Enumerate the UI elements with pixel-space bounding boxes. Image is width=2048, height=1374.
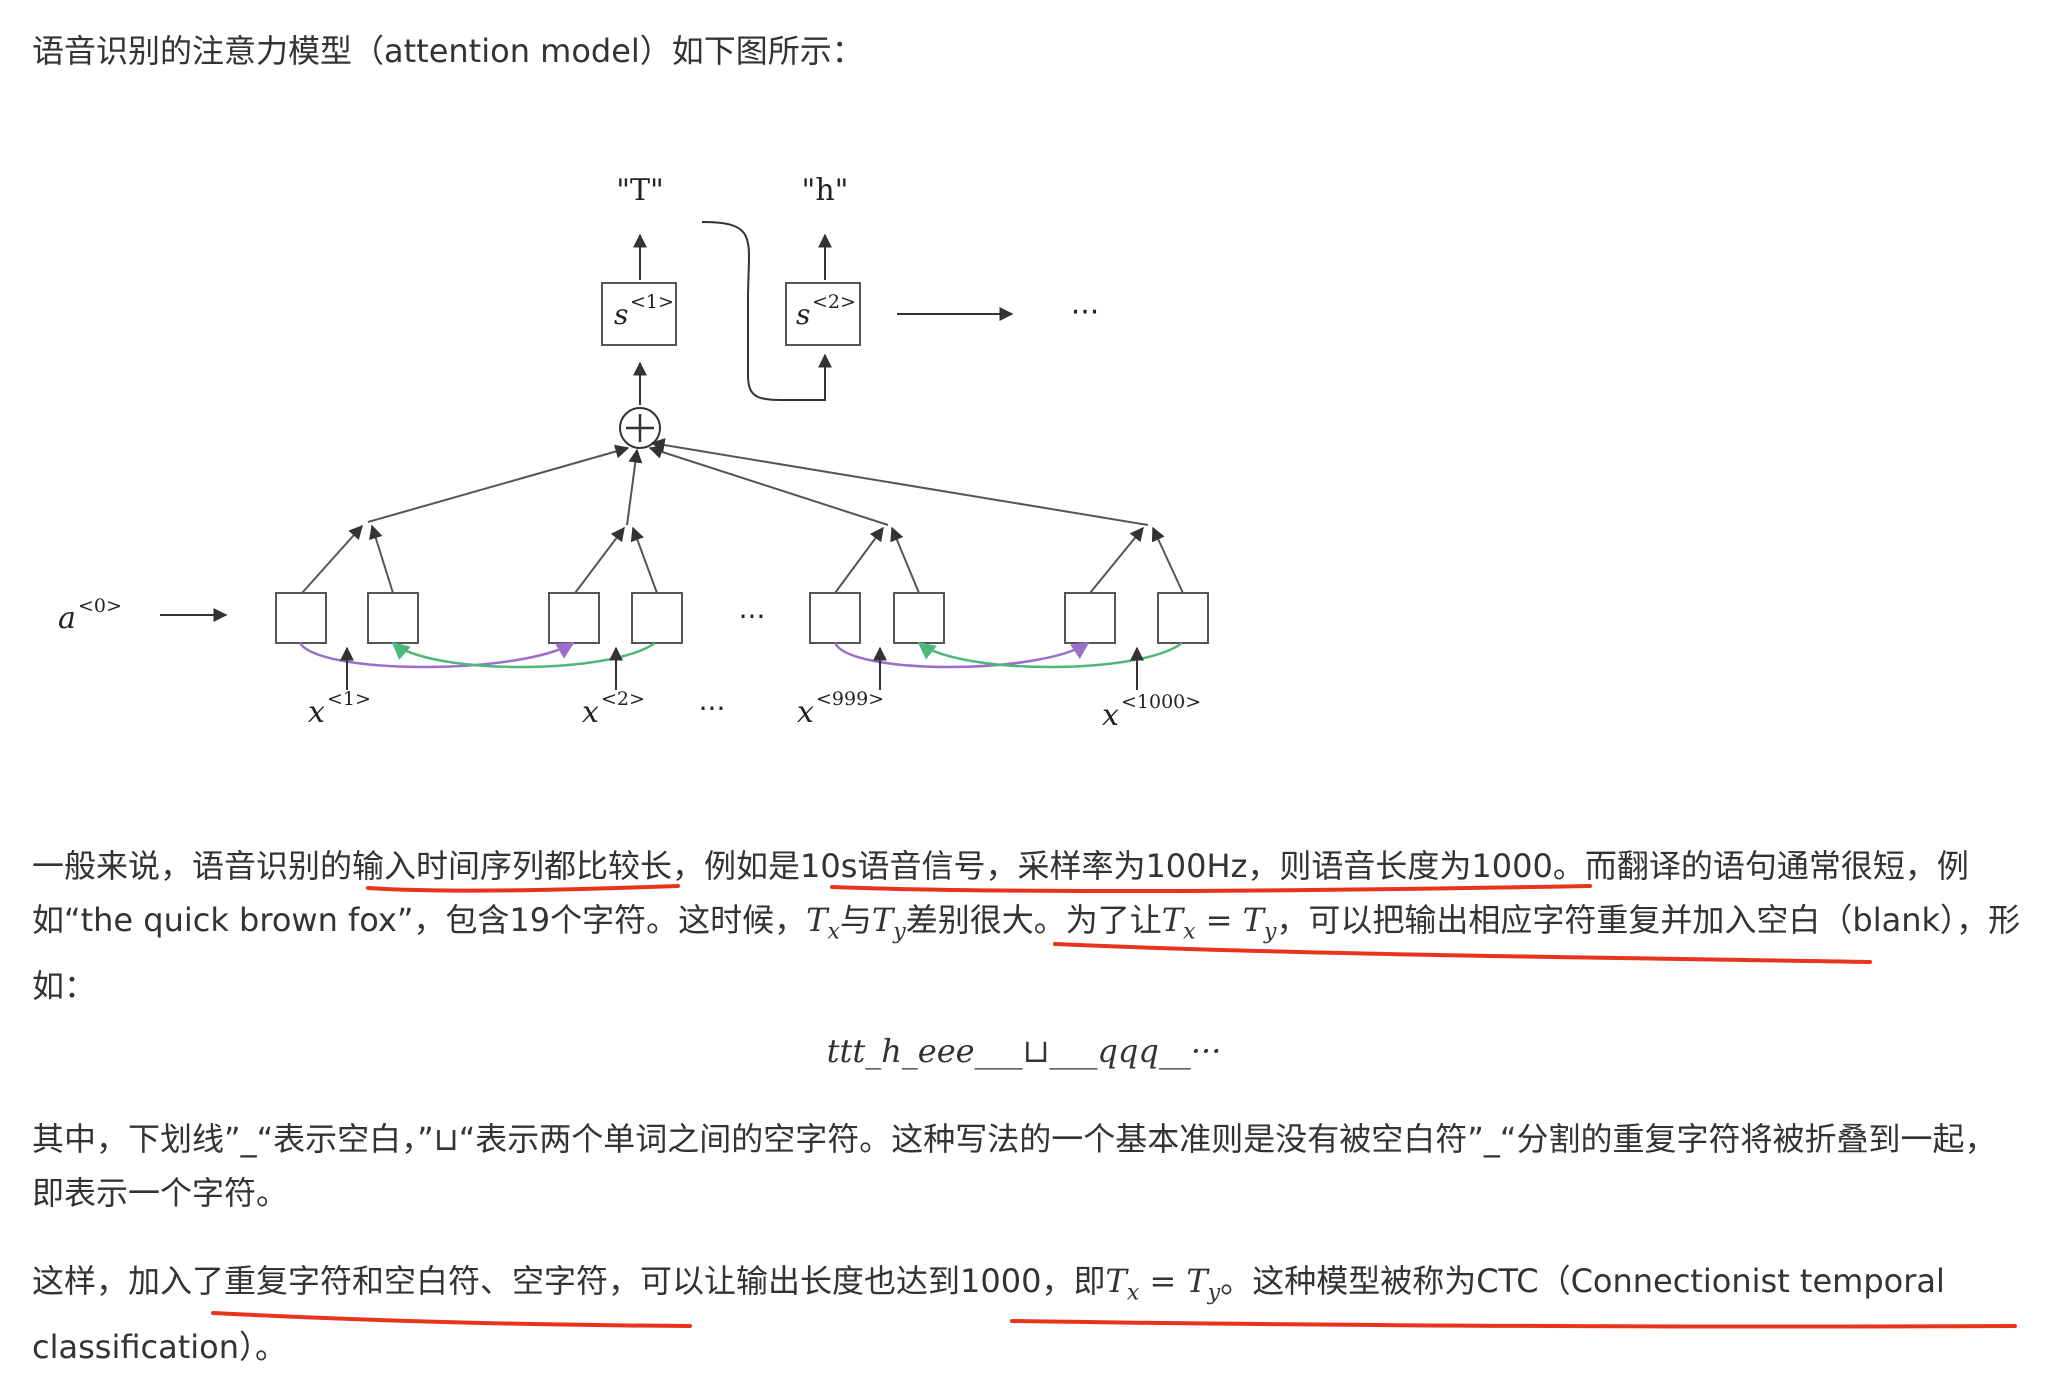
- decoder-state-1-box: [601, 282, 677, 346]
- decoder-ellipsis: ···: [1071, 295, 1100, 330]
- p1-highlight-long-input: 输入时间序列都比较长: [352, 847, 673, 885]
- a0-sup: <0>: [78, 595, 122, 617]
- encoder-bwd-box-4: [1157, 592, 1209, 644]
- decoder-state-1-label: s: [614, 298, 628, 331]
- decoder-state-2-label: s: [796, 298, 810, 331]
- paragraph-blank-explanation: 其中，下划线”_“表示空白，”⊔“表示两个单词之间的空字符。这种写法的一个基本准…: [32, 1120, 1997, 1212]
- p1-text-e: 。而翻译的语句通常很短，例如“the quick brown fox”，包含19…: [32, 847, 1969, 939]
- attn-line-4: [650, 438, 1149, 526]
- p1-text-f: 与: [839, 901, 872, 939]
- p1-text-a: 一般来说，语音识别的: [32, 847, 353, 885]
- p1-text-g: 差别很大。: [905, 901, 1066, 939]
- decoder-state-2-box: [785, 282, 861, 346]
- p1-text-j: ，形如：: [32, 901, 2021, 1006]
- x-input-sup-1: <1>: [327, 688, 371, 710]
- x-input-ellipsis: ···: [699, 692, 726, 725]
- x-input-sup-2: <2>: [601, 688, 645, 710]
- p3-text-c: ，可以让输出长度也达到1000，: [608, 1262, 1074, 1300]
- intro-text: 语音识别的注意力模型（attention model）如下图所示：: [32, 32, 864, 70]
- backward-arc-1: [391, 641, 656, 669]
- x-input-sup-3: <999>: [816, 688, 884, 710]
- p1-math-ty: Ty: [871, 901, 906, 945]
- attn-line-3: [648, 445, 889, 526]
- encoder-bwd-box-2: [631, 592, 683, 644]
- encoder-pair-4: [1089, 526, 1184, 594]
- decoder-state-2-sup: <2>: [812, 291, 856, 313]
- encoder-pair-2: [574, 526, 658, 594]
- a0-label: a: [58, 601, 76, 636]
- encoder-fwd-box-3: [809, 592, 861, 644]
- p1-math-eq: Tx = Ty: [1161, 901, 1277, 945]
- output-label-1: "T": [616, 173, 664, 208]
- ctc-example-formula: ttt_h_eee___⊔___qqq__···: [826, 1032, 1222, 1070]
- x-input-sup-4: <1000>: [1121, 691, 1201, 713]
- encoder-fwd-box-4: [1064, 592, 1116, 644]
- p1-text-c: ，例如是: [672, 847, 801, 885]
- encoder-pair-3: [834, 526, 920, 594]
- decoder-state-1-sup: <1>: [630, 291, 674, 313]
- p3-highlight-equal: 即: [1073, 1262, 1106, 1300]
- output-label-2: "h": [802, 173, 849, 208]
- attn-line-2: [626, 448, 643, 526]
- attention-model-diagram: "T" "h" s <1> s <2> ···: [58, 173, 1209, 733]
- p3-text-f: 。: [255, 1328, 288, 1367]
- x-input-label-3: x: [797, 695, 814, 730]
- encoder-ellipsis: ···: [739, 600, 766, 633]
- p3-highlight-added-chars: 加入了重复字符和空白符、空字符: [128, 1262, 609, 1300]
- x-input-label-4: x: [1102, 698, 1119, 733]
- forward-arc-1: [298, 641, 575, 669]
- encoder-pair-1: [301, 524, 394, 594]
- encoder-bwd-box-1: [367, 592, 419, 644]
- encoder-bwd-box-3: [893, 592, 945, 644]
- p3-text-a: 这样，: [32, 1262, 129, 1300]
- p1-math-tx: Tx: [806, 901, 840, 945]
- x-input-label-2: x: [582, 695, 599, 730]
- x-input-label-1: x: [308, 695, 325, 730]
- backward-arc-2: [917, 641, 1183, 669]
- p1-highlight-repeat-blank: ，可以把输出相应字符重复并加入空白（blank）: [1276, 901, 1957, 939]
- encoder-fwd-box-2: [548, 592, 600, 644]
- paragraph-ctc-definition: 这样，加入了重复字符和空白符、空字符，可以让输出长度也达到1000，即Tx = …: [32, 1254, 2022, 1374]
- forward-arc-2: [833, 641, 1090, 669]
- p3-text-e: 。这种模型被称为CTC（Connectionist temporal class…: [32, 1262, 1945, 1367]
- paragraph-ctc-motivation: 一般来说，语音识别的输入时间序列都比较长，例如是10s语音信号，采样率为100H…: [32, 839, 2022, 1013]
- p1-highlight-to-make: 为了让: [1065, 901, 1162, 939]
- attn-line-1: [367, 444, 630, 523]
- encoder-fwd-box-1: [275, 592, 327, 644]
- p1-highlight-example: 10s语音信号，采样率为100Hz，则语音长度为1000: [800, 847, 1553, 885]
- p3-math-eq: Tx = Ty: [1105, 1262, 1221, 1306]
- feedback-curve: [701, 221, 832, 401]
